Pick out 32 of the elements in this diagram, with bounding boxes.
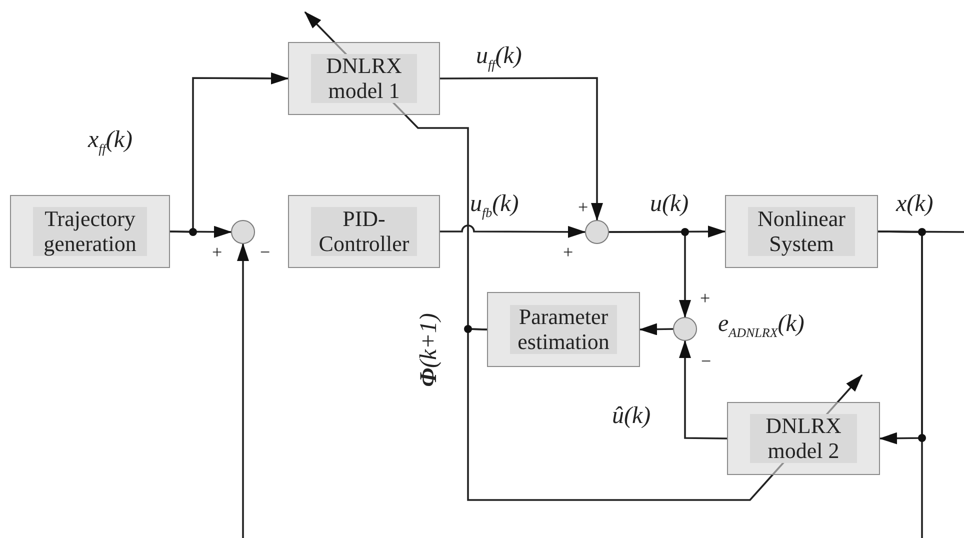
arrow <box>440 224 586 238</box>
arrow <box>609 231 691 318</box>
signal-label: x(k) <box>896 192 934 216</box>
signal-label: u(k) <box>650 192 689 216</box>
signal-label: u$_{ff}$(k) <box>476 44 522 71</box>
signal-label: x$_{ff}$(k) <box>88 128 133 155</box>
signal-label: u$_{fb}$(k) <box>470 192 519 219</box>
sign-label: − <box>701 352 712 370</box>
signal-line <box>878 230 923 538</box>
sign-label: + <box>212 243 222 261</box>
summing-junction <box>231 220 255 244</box>
sign-label: + <box>700 289 710 307</box>
process-block: Nonlinear System <box>725 195 878 268</box>
sign-label: + <box>578 198 588 216</box>
signal-label: û(k) <box>612 404 651 428</box>
adaptation-arrow <box>467 328 863 501</box>
signal-label: Φ(k+1) <box>416 313 441 387</box>
arrow <box>679 340 728 440</box>
signal-label: e$_{ADNLRX}$(k) <box>718 312 804 339</box>
arrow <box>440 77 603 221</box>
arrow <box>237 243 249 538</box>
process-block: PID-Controller <box>288 195 440 268</box>
arrow <box>639 323 674 336</box>
summing-junction <box>673 317 697 341</box>
process-block: DNLRX model 2 <box>727 402 880 475</box>
sign-label: + <box>563 243 574 261</box>
process-block: DNLRX model 1 <box>288 42 440 115</box>
summing-junction <box>585 220 609 244</box>
sign-label: − <box>260 243 270 261</box>
process-block: Trajectory generation <box>10 195 170 268</box>
process-block: Parameter estimation <box>487 292 640 367</box>
arrow <box>170 226 232 238</box>
